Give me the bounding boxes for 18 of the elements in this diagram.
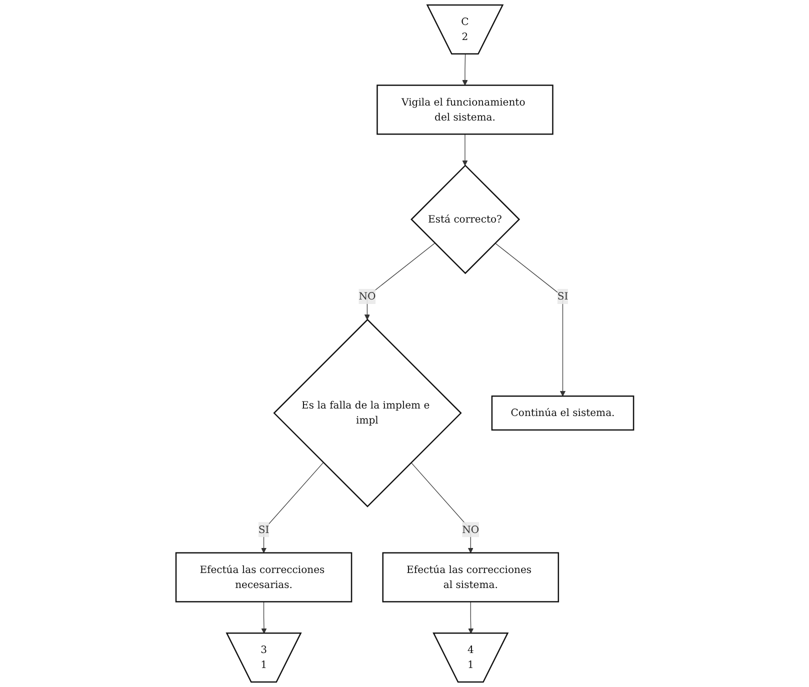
arrow (364, 242, 435, 320)
node-box: Efectúa las correcciones al sistema. (382, 552, 559, 602)
edge-label: SI (557, 290, 568, 302)
edge-label: NO (462, 523, 479, 536)
arrow (410, 462, 474, 554)
edge-label: SI (258, 523, 269, 536)
node-box: Efectúa las correcciones necesarias. (175, 552, 352, 602)
arrow (468, 601, 474, 634)
arrow (260, 462, 324, 554)
node-box: Continúa el sistema. (491, 396, 634, 431)
arrow (494, 242, 566, 396)
arrow (462, 134, 468, 166)
arrow (260, 601, 266, 634)
node-diamond: Es la falla de la implem e impl (272, 318, 462, 508)
edge-label: NO (358, 290, 376, 302)
arrow (462, 54, 468, 86)
node-box: Vigila el funcionamiento del sistema. (376, 84, 554, 135)
node-diamond: Está correcto? (410, 164, 520, 274)
